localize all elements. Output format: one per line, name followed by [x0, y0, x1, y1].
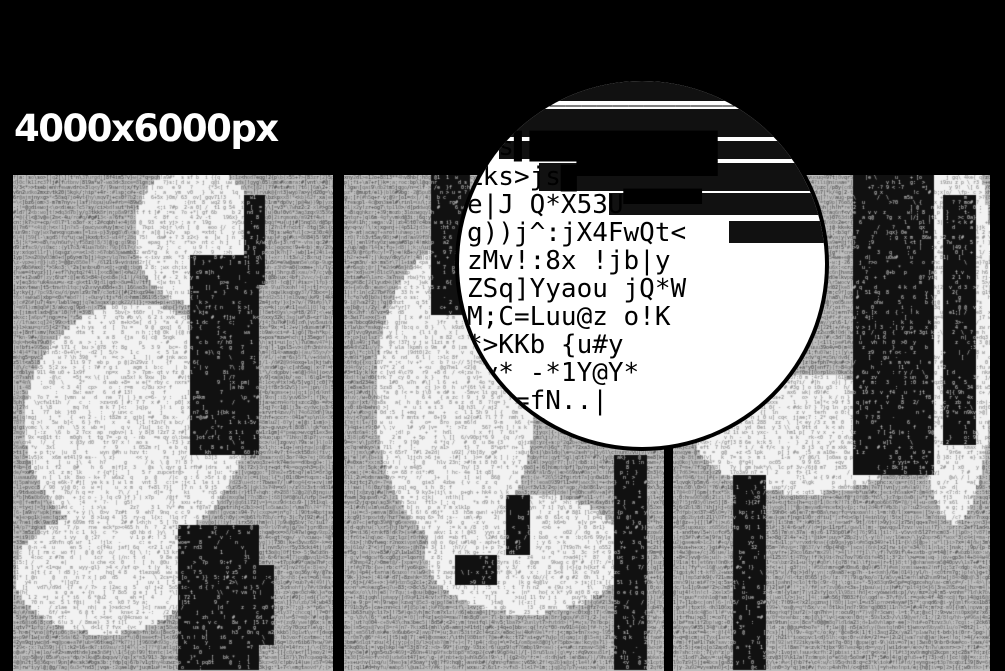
magnified-glyph-row: M;C=Luu@z o!K [467, 302, 671, 332]
magnified-glyph-row: g))j^:jX4FwQt< [467, 218, 686, 248]
magnified-glyph-row: iv* -*1Y@Y* [467, 358, 639, 388]
magnified-glyph-row: zMv!:8x !jb|y [467, 246, 671, 276]
lens-bar-5 [609, 193, 825, 215]
magnifier-lens: |‾‾‾‾‾‾‾‾‾‾‾‾‾‾‾▌‾‾‾‾‾‾‾‾‾‾‾‾‾‾‾‾‾Vs▌███… [459, 81, 825, 447]
lens-bar-1 [499, 81, 825, 101]
ascii-texture-left [13, 175, 333, 671]
magnified-glyph-row: `()=fN..| [467, 386, 608, 416]
ascii-art-panel-left [13, 175, 333, 671]
magnified-glyph-row: Zks>js▇▀▀▀▀▀▀▀▀▀ [467, 160, 718, 192]
magnified-glyph-row: |‾‾‾‾‾‾‾‾‾‾‾‾‾‾‾ [503, 81, 754, 104]
magnified-glyph-row: ZSq]Yyaou jQ*W [467, 274, 686, 304]
lens-bar-3 [499, 141, 825, 159]
magnified-glyph-row: ▌‾‾‾‾‾‾‾‾‾‾‾‾‾‾‾‾ [502, 100, 769, 132]
magnified-glyphs: |‾‾‾‾‾‾‾‾‾‾‾‾‾‾‾▌‾‾‾‾‾‾‾‾‾‾‾‾‾‾‾‾‾Vs▌███… [467, 81, 825, 444]
lens-bar-2 [499, 109, 825, 137]
magnified-glyph-row: e|J Q*X53U▀▀▀▀▀ [467, 188, 702, 220]
magnified-glyph-row: C|iiM [467, 414, 545, 444]
magnified-glyph-row: *>KKb {u#y [467, 330, 624, 360]
lens-bar-6 [729, 221, 825, 243]
magnified-glyph-row: ‾Vs▌████████████ [467, 130, 718, 162]
lens-bar-4 [539, 163, 825, 191]
resolution-heading: 4000x6000px [14, 107, 279, 150]
